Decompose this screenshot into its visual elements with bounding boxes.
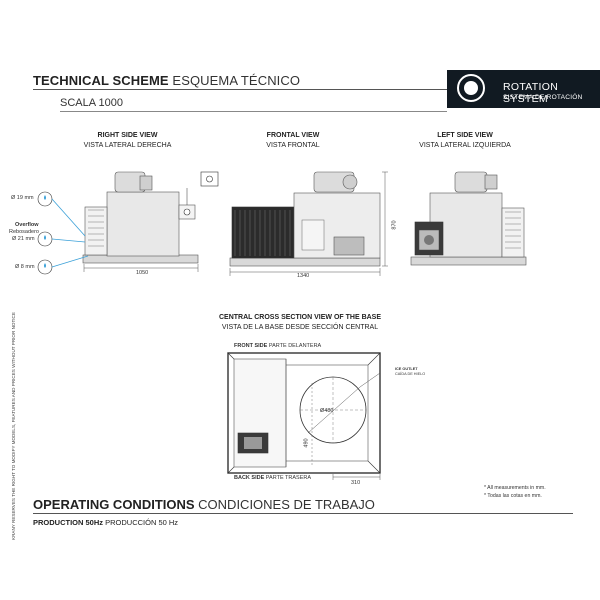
model-rule <box>60 111 447 112</box>
rotation-system-badge: ROTATION SYSTEM SISTEMA DE ROTACIÓN <box>447 70 600 108</box>
base-view-title: CENTRAL CROSS SECTION VIEW OF THE BASE V… <box>218 314 382 331</box>
title-bold: TECHNICAL SCHEME <box>33 73 169 88</box>
badge-line1: ROTATION SYSTEM <box>503 81 559 105</box>
page-title: TECHNICAL SCHEME ESQUEMA TÉCNICO <box>33 73 300 88</box>
base-depth: 490 <box>303 438 310 448</box>
left-view-title: LEFT SIDE VIEW VISTA LATERAL IZQUIERDA <box>419 132 511 149</box>
right-side-view-drawing <box>37 171 219 275</box>
production-label: PRODUCTION 50Hz PRODUCCIÓN 50 Hz <box>33 518 179 527</box>
front-view-title: FRONTAL VIEW VISTA FRONTAL <box>266 132 320 149</box>
inlet-callout: Ø 19 mm <box>11 195 34 201</box>
title-light: ESQUEMA TÉCNICO <box>172 73 301 88</box>
drain-callout: Ø 8 mm <box>15 264 35 270</box>
operating-rule <box>33 513 573 514</box>
measurement-note: * All measurements in mm. * Todas las co… <box>484 485 546 499</box>
base-back-label: BACK SIDE PARTE TRASERA <box>234 475 312 481</box>
left-side-view-drawing <box>410 171 527 266</box>
overflow-size-callout: Ø 21 mm <box>12 236 35 242</box>
badge-line2: SISTEMA DE ROTACIÓN <box>503 94 583 101</box>
front-view-width: 1340 <box>297 273 310 279</box>
overflow-callout-en: Overflow <box>15 222 39 228</box>
header-rule <box>33 89 447 90</box>
legal-side-note: KRANY RESERVES THE RIGHT TO MODIFY MODEL… <box>11 312 16 540</box>
right-view-width: 1050 <box>136 270 149 276</box>
right-view-title: RIGHT SIDE VIEW VISTA LATERAL DERECHA <box>83 132 172 149</box>
outlet-offset: 310 <box>351 480 361 486</box>
rotation-icon <box>457 74 485 102</box>
ice-outlet-label: ICE OUTLET CAÍDA DE HIELO <box>395 367 426 376</box>
base-front-label: FRONT SIDE PARTE DELANTERA <box>234 343 322 349</box>
outlet-diameter: Ø480 <box>320 408 334 414</box>
operating-title: OPERATING CONDITIONS CONDICIONES DE TRAB… <box>33 497 375 512</box>
model-name: SCALA 1000 <box>60 97 123 109</box>
overflow-callout-es: Rebosadero <box>9 229 39 235</box>
front-view-height: 870 <box>391 220 398 230</box>
base-section-drawing <box>227 352 381 480</box>
frontal-view-drawing <box>229 171 388 276</box>
